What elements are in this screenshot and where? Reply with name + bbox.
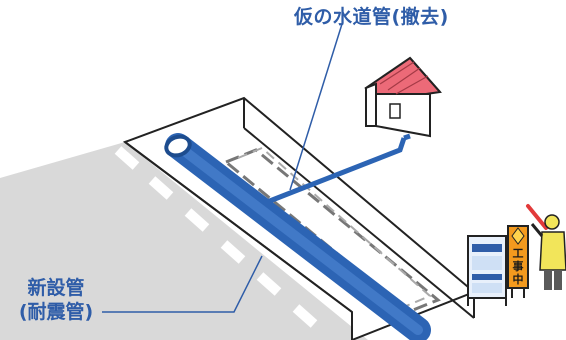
sign-char-2: 事 — [513, 259, 524, 273]
new-pipe-label-line2: (耐震管) — [18, 301, 94, 323]
sign-char-3: 中 — [513, 272, 524, 286]
temporary-pipe — [261, 133, 411, 207]
house-illustration — [364, 56, 442, 138]
sign-char-1: 工 — [513, 247, 524, 260]
flagger-worker — [526, 204, 566, 290]
new-seismic-pipe — [164, 133, 431, 340]
leader-temporary-pipe — [289, 23, 343, 191]
leader-new-pipe — [102, 255, 263, 313]
construction-signboard — [467, 225, 529, 306]
new-pipe-label-line1: 新設管 — [27, 277, 85, 299]
new-pipe-label: 新設管 (耐震管) — [2, 276, 110, 324]
lane-markings — [114, 146, 318, 328]
temporary-pipe-label: 仮の水道管(撤去) — [294, 6, 449, 28]
